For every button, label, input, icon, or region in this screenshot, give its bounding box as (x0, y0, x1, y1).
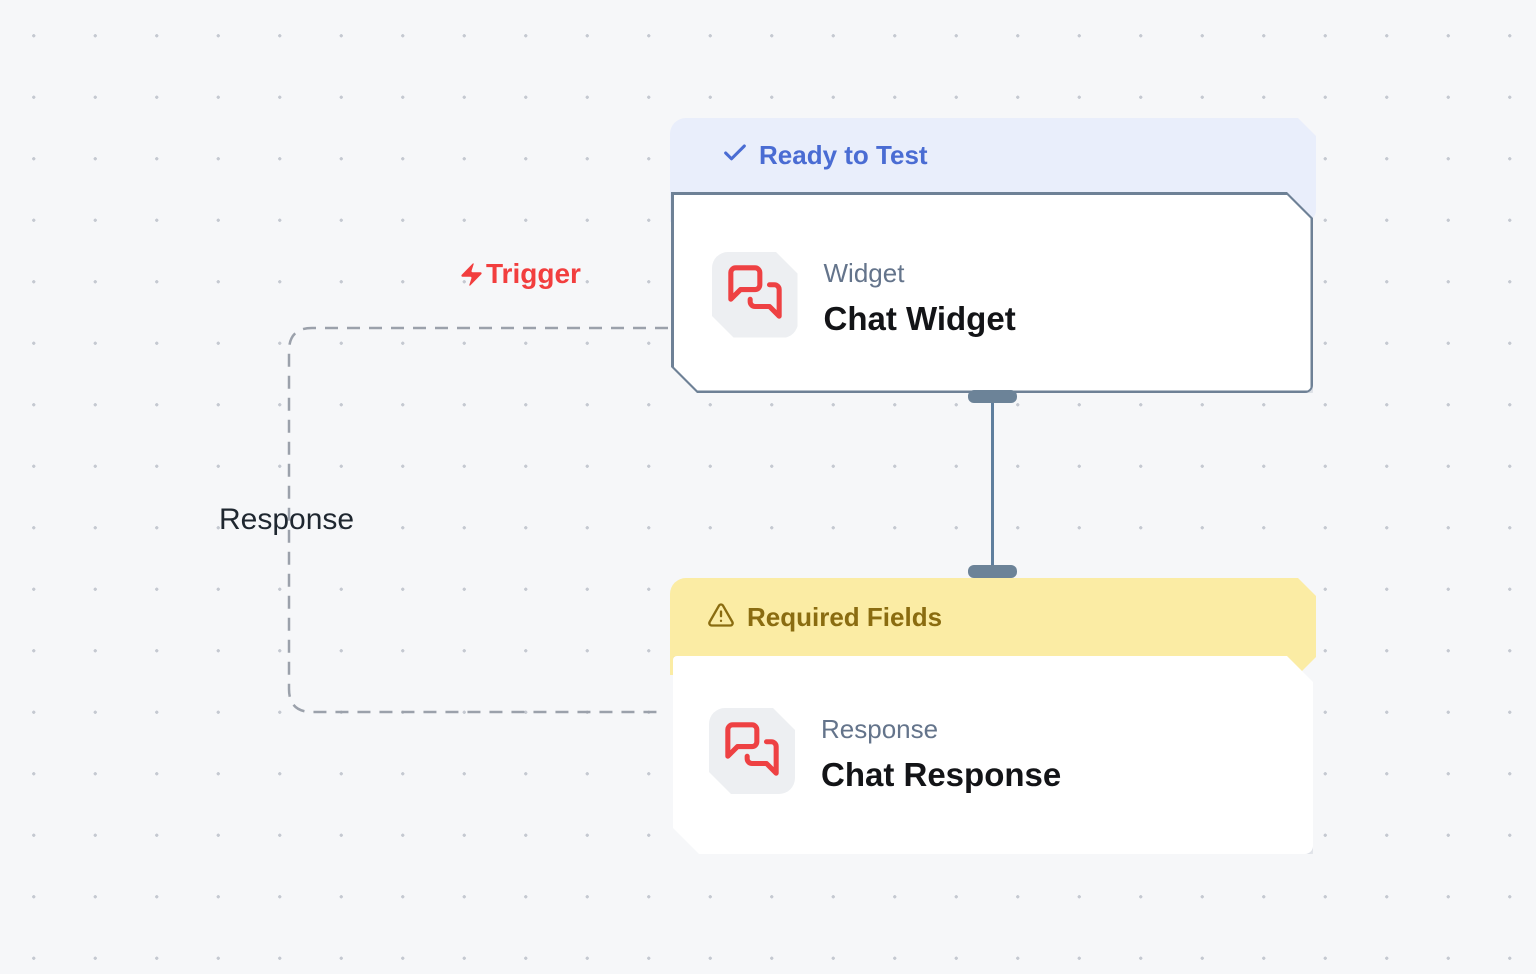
target-handle-chat-response[interactable] (968, 565, 1017, 578)
node-type-label: Widget (823, 257, 905, 288)
trigger-edge-label: Trigger (458, 258, 581, 290)
trigger-edge-label-text: Trigger (486, 258, 581, 289)
lightning-bolt-icon (458, 261, 485, 288)
response-edge-path[interactable] (287, 326, 668, 714)
response-edge-label: Response (219, 503, 355, 536)
node-type-label: Response (821, 714, 939, 744)
node-icon-tile (709, 708, 795, 794)
status-banner-label: Required Fields (747, 601, 943, 632)
node-chat-widget-body: Widget Chat Widget (674, 195, 1311, 391)
status-banner-label: Ready to Test (759, 139, 928, 170)
node-chat-response[interactable]: Response Chat Response (673, 656, 1313, 854)
chat-bubbles-icon (726, 263, 784, 326)
node-chat-widget[interactable]: Widget Chat Widget (671, 192, 1313, 393)
node-title: Chat Widget (823, 299, 1016, 337)
node-icon-tile (712, 252, 798, 338)
warning-triangle-icon (707, 601, 735, 634)
node-title: Chat Response (821, 756, 1062, 793)
check-icon (721, 139, 749, 172)
connector-line (991, 396, 994, 578)
chat-bubbles-icon (723, 720, 781, 783)
source-handle-chat-widget[interactable] (968, 390, 1017, 403)
